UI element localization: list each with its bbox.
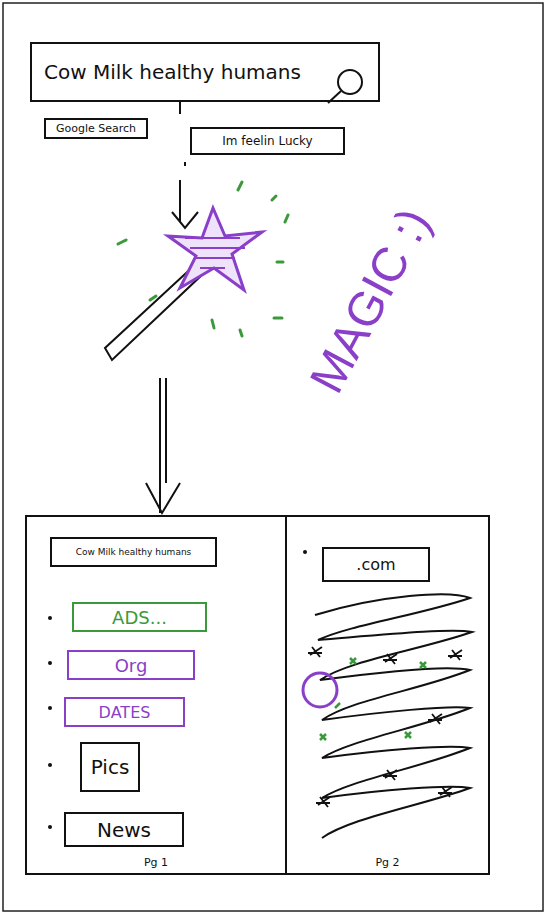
lucky-button: Im feelin Lucky	[190, 127, 345, 155]
box-text: .com	[356, 555, 395, 574]
results-page-panel: Pg 1 Cow Milk healthy humansADS... OrgDATE…	[25, 515, 287, 875]
search-button: Google Search	[44, 118, 148, 139]
search-bar: Cow Milk healthy humans	[30, 42, 380, 102]
box-text: ADS...	[112, 607, 167, 628]
box-text: Pics	[91, 755, 130, 779]
box-text: News	[97, 818, 151, 842]
box-text: DATES	[99, 703, 151, 722]
magic-label: MAGIC :)	[299, 199, 441, 401]
box-text: Org	[115, 655, 148, 676]
ads-box: ADS...	[72, 602, 207, 632]
news-box: News	[64, 812, 184, 847]
pics-box: Pics	[80, 742, 140, 792]
box-text: Im feelin Lucky	[222, 134, 312, 148]
box-text: Cow Milk healthy humans	[44, 60, 301, 84]
results-page-panel: Pg 2 .com	[285, 515, 490, 875]
box-text: Google Search	[56, 122, 136, 135]
dates-box: DATES	[64, 697, 185, 727]
box-text: Cow Milk healthy humans	[76, 547, 192, 557]
page-number: Pg 1	[144, 856, 168, 869]
com-box: .com	[322, 547, 430, 582]
page-number: Pg 2	[375, 856, 399, 869]
small-search-bar: Cow Milk healthy humans	[50, 537, 217, 567]
org-box: Org	[67, 650, 195, 680]
flow-arrow	[146, 102, 185, 513]
